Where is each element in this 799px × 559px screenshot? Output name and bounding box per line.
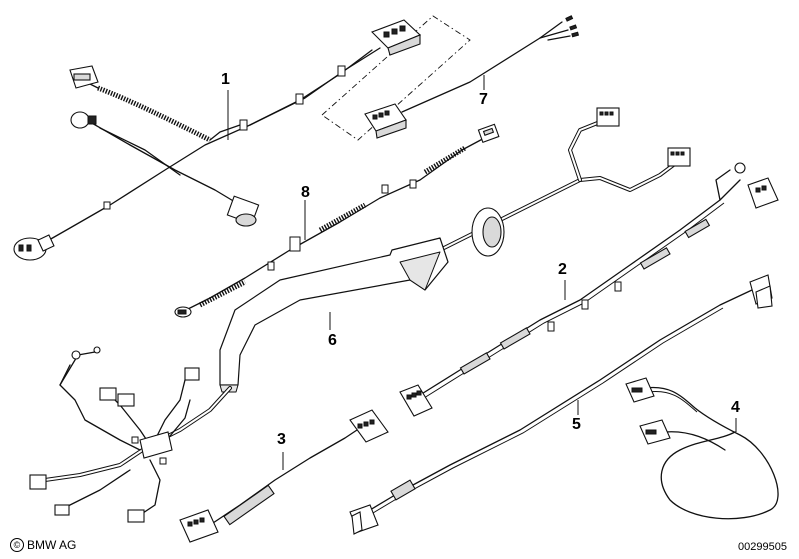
part-6-duct-harness: [29, 107, 691, 523]
part-1-connector-bottom-left: [13, 234, 55, 261]
part-3-connector-bottom: [179, 509, 219, 543]
part-5-connector-top: [749, 274, 773, 309]
part-1-harness: [13, 19, 422, 261]
part-3-cable: [179, 409, 389, 543]
part-1-clips: [103, 65, 346, 210]
part-6-connector-lower: [667, 147, 691, 167]
part-1-connector-left-mid: [70, 111, 97, 129]
copyright-notice: © BMW AG: [10, 538, 76, 552]
part-8-cable: [174, 123, 500, 318]
callout-3: 3: [277, 431, 286, 448]
part-7-cable: [321, 15, 580, 141]
part-7-connector: [364, 103, 407, 139]
callout-5: 5: [572, 416, 581, 433]
part-5-connector-bottom: [349, 504, 379, 535]
part-3-connector-top: [349, 409, 389, 443]
part-6-junctions: [131, 431, 173, 465]
part-4-connector-top: [625, 377, 655, 403]
diagram-id: 00299505: [738, 541, 787, 553]
part-2-clips: [547, 281, 622, 332]
brand-name: BMW AG: [27, 538, 77, 552]
part-5-cable: [349, 274, 773, 535]
callout-4: 4: [731, 399, 740, 416]
callout-1: 1: [221, 71, 230, 88]
part-1-connector-left-top: [69, 65, 99, 89]
part-2-cable: [399, 162, 779, 417]
part-6-grommet: [471, 207, 505, 257]
part-2-connector: [399, 384, 433, 417]
part-6-lower-connectors: [29, 346, 200, 523]
part-6-connector-upper: [596, 107, 620, 127]
callout-2: 2: [558, 261, 567, 278]
part-4-cable: [625, 377, 779, 520]
callout-8: 8: [301, 184, 310, 201]
copyright-icon: ©: [10, 538, 24, 552]
part-8-connector-top: [477, 123, 500, 144]
callout-6: 6: [328, 332, 337, 349]
part-1-connector-bottom-right: [226, 195, 260, 227]
part-4-connector-bottom: [639, 419, 671, 445]
part-8-connector-end: [174, 306, 192, 318]
part-1-connector-top: [371, 19, 422, 56]
part-8-clips: [267, 179, 417, 271]
part-2-connector-right: [747, 177, 779, 209]
callout-7: 7: [479, 91, 488, 108]
part-2-couplers: [459, 218, 711, 375]
